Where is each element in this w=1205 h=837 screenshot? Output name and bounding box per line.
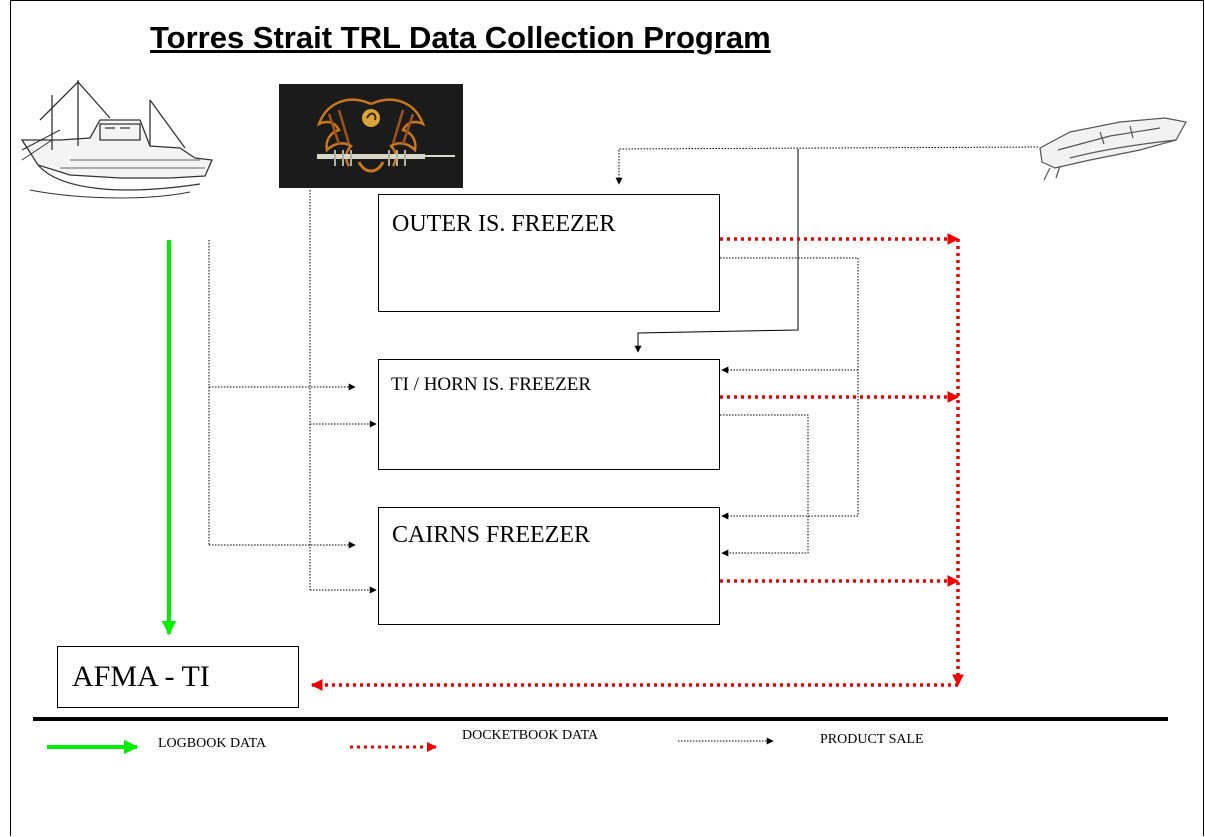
page-title: Torres Strait TRL Data Collection Progra… [150,20,771,55]
afma-ti-label: AFMA - TI [72,660,210,693]
png-crest-icon [279,84,463,188]
outer-freezer-label: OUTER IS. FREEZER [392,211,616,237]
docketbook-flows [310,233,964,691]
slide-frame [10,0,1204,836]
legend-logbook-label: LOGBOOK DATA [158,736,267,751]
legend-product-sale-label: PRODUCT SALE [820,732,924,747]
legend-docketbook-label: DOCKETBOOK DATA [462,728,599,743]
outer-freezer-box: OUTER IS. FREEZER [378,194,720,312]
dinghy-icon [1039,117,1187,181]
ti-horn-freezer-box: TI / HORN IS. FREEZER [378,359,720,470]
afma-ti-box: AFMA - TI [57,646,299,708]
cairns-freezer-box: CAIRNS FREEZER [378,507,720,625]
cairns-freezer-label: CAIRNS FREEZER [392,522,591,548]
fishing-boat-icon [20,80,213,199]
ti-horn-freezer-label: TI / HORN IS. FREEZER [391,374,592,395]
